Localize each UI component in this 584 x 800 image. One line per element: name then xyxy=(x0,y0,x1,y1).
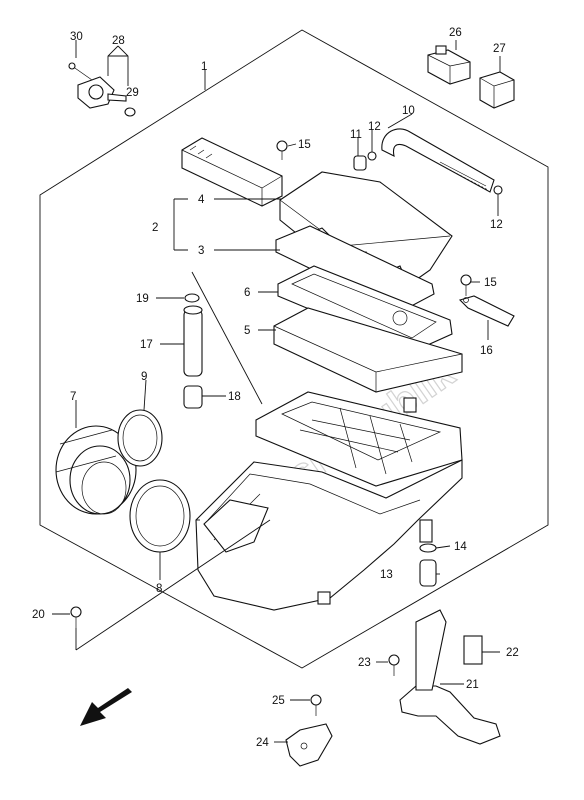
intake-temp-sensor[interactable] xyxy=(68,62,136,117)
callout-6: 6 xyxy=(244,287,250,299)
callout-12-top: 12 xyxy=(368,121,381,133)
screw-top[interactable] xyxy=(276,140,288,160)
callout-14: 14 xyxy=(454,541,467,553)
callout-1: 1 xyxy=(201,61,207,73)
air-box-body[interactable] xyxy=(195,459,463,611)
hose-fitting[interactable] xyxy=(353,151,503,195)
drain-cap[interactable] xyxy=(419,543,437,587)
callout-30: 30 xyxy=(70,31,83,43)
drain-tube[interactable] xyxy=(183,305,203,377)
callout-16: 16 xyxy=(480,345,493,357)
callout-labels: 30 28 29 1 26 27 10 11 12 15 12 4 2 3 15… xyxy=(32,27,519,749)
callout-27: 27 xyxy=(493,43,506,55)
cushion-block[interactable] xyxy=(479,71,515,109)
callout-9: 9 xyxy=(141,371,147,383)
screw-right[interactable] xyxy=(460,274,472,296)
callout-8: 8 xyxy=(156,583,162,595)
screw-20[interactable] xyxy=(70,606,82,628)
callout-7: 7 xyxy=(70,391,76,403)
cushion-22[interactable] xyxy=(463,635,483,665)
callout-5: 5 xyxy=(244,325,250,337)
cap-seal[interactable] xyxy=(275,225,435,313)
callout-25: 25 xyxy=(272,695,285,707)
callout-28: 28 xyxy=(112,35,125,47)
assembly-outline xyxy=(39,29,549,669)
callout-3: 3 xyxy=(198,245,204,257)
callout-10: 10 xyxy=(402,105,415,117)
callout-29: 29 xyxy=(126,87,139,99)
clamp-19[interactable] xyxy=(184,293,200,303)
joint-clamp-9[interactable] xyxy=(117,409,163,467)
screw-23[interactable] xyxy=(388,654,400,676)
breather-hose[interactable] xyxy=(381,128,495,193)
joint-clamp-8[interactable] xyxy=(129,479,191,553)
filter-element[interactable] xyxy=(273,307,463,393)
callout-2: 2 xyxy=(152,222,158,234)
callout-26: 26 xyxy=(449,27,462,39)
callout-15-right: 15 xyxy=(484,277,497,289)
callout-22: 22 xyxy=(506,647,519,659)
leader-lines xyxy=(52,40,501,743)
clip-24[interactable] xyxy=(285,723,333,767)
callout-23: 23 xyxy=(358,657,371,669)
connector[interactable] xyxy=(427,45,471,85)
callout-15-top: 15 xyxy=(298,139,311,151)
drain-plug[interactable] xyxy=(183,385,203,409)
callout-24: 24 xyxy=(256,737,269,749)
screw-25[interactable] xyxy=(310,694,322,716)
callout-18: 18 xyxy=(228,391,241,403)
holder-bracket[interactable] xyxy=(458,295,515,327)
front-arrow-icon xyxy=(80,688,132,726)
intake-joint[interactable] xyxy=(55,425,137,515)
callout-12-right: 12 xyxy=(490,219,503,231)
callout-19: 19 xyxy=(136,293,149,305)
filter-element-frame[interactable] xyxy=(277,265,453,353)
mounting-bracket[interactable] xyxy=(399,609,501,745)
callout-21: 21 xyxy=(466,679,479,691)
callout-17: 17 xyxy=(140,339,153,351)
callout-11: 11 xyxy=(350,129,362,141)
callout-4: 4 xyxy=(198,194,205,206)
callout-20: 20 xyxy=(32,609,45,621)
callout-13: 13 xyxy=(380,569,393,581)
drain-plug-grip[interactable] xyxy=(181,137,283,207)
